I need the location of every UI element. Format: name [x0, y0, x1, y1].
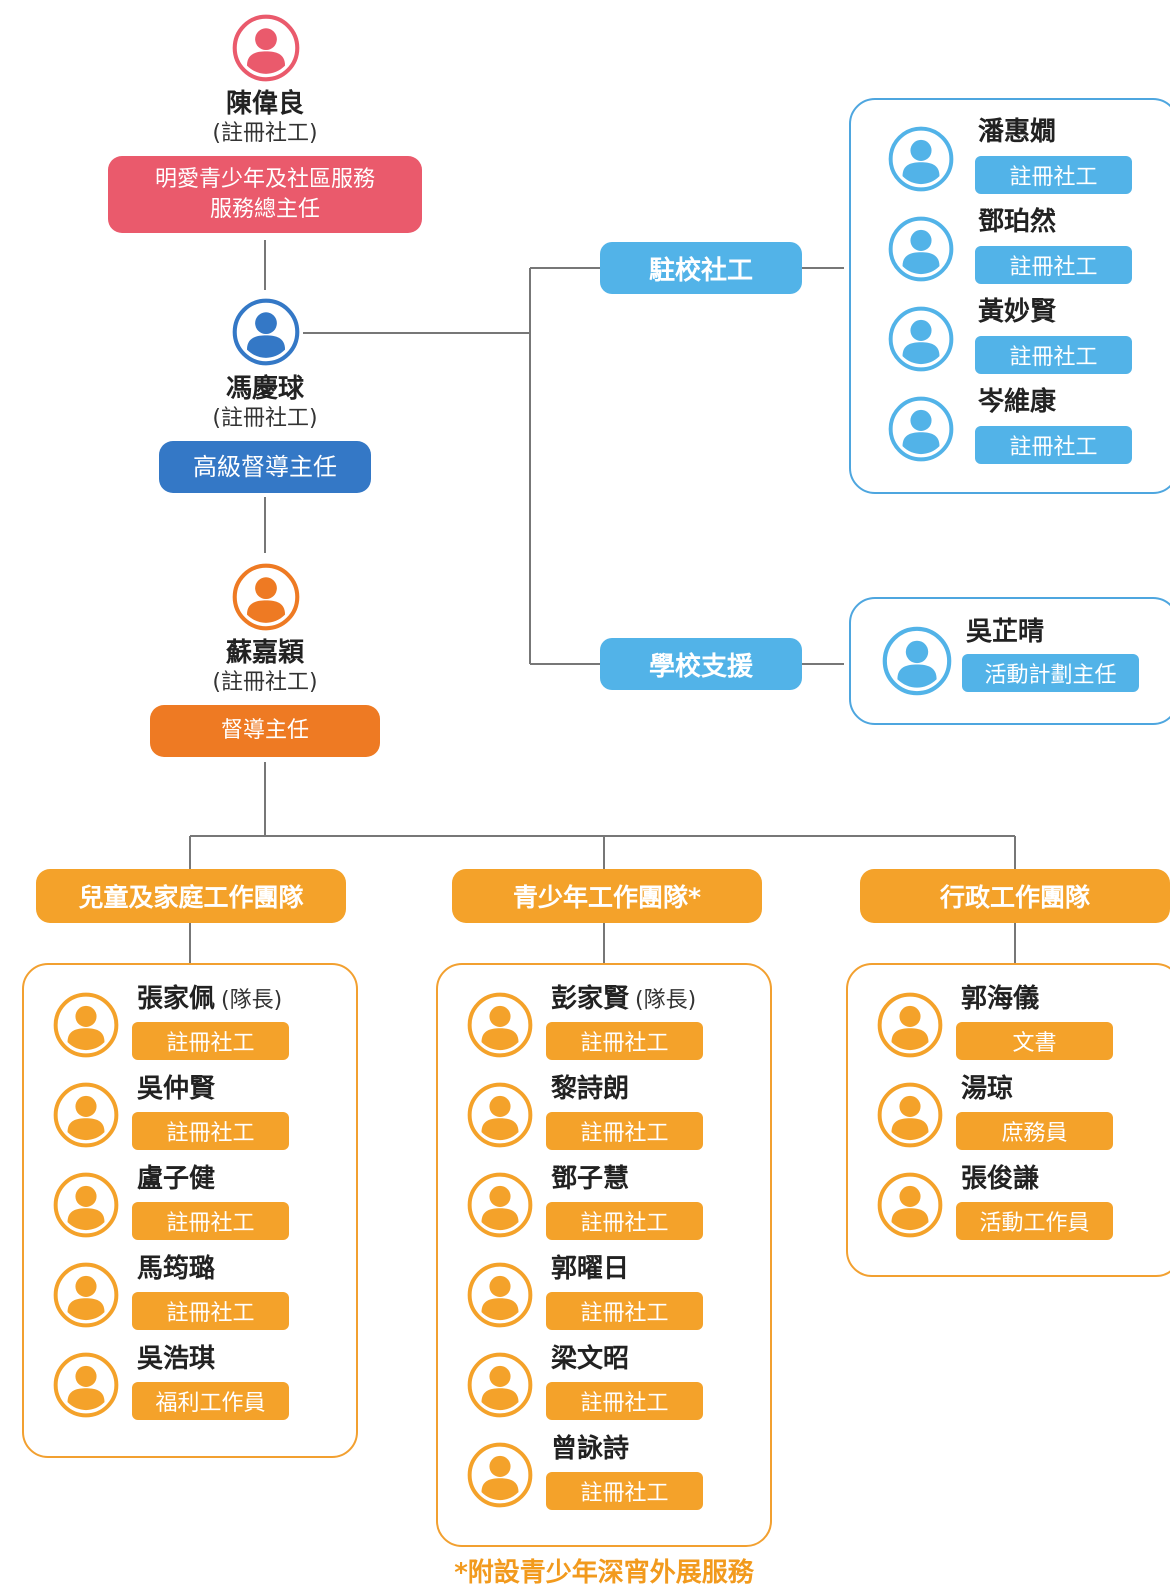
- person-avatar-icon: [877, 1172, 943, 1238]
- senior-supervisor-qualification: (註冊社工): [212, 406, 318, 431]
- person-avatar-icon: [467, 1352, 533, 1418]
- director-name: 陳偉良: [225, 89, 304, 119]
- person-avatar-icon: [467, 1172, 533, 1238]
- member-role-tag: 註冊社工: [546, 1292, 703, 1330]
- member-name: 鄧珀然: [978, 207, 1056, 237]
- member-name: 張家佩(隊長): [137, 984, 282, 1016]
- senior-supervisor-avatar-icon: [232, 298, 300, 366]
- member-name-text: 潘惠嫺: [978, 117, 1057, 147]
- member-role-tag: 文書: [956, 1022, 1113, 1060]
- person-avatar-icon: [53, 1172, 119, 1238]
- director-role-box: 明愛青少年及社區服務 服務總主任: [108, 156, 422, 233]
- person-avatar-icon: [888, 126, 954, 192]
- member-name-text: 吳仲賢: [137, 1074, 216, 1104]
- member-name: 馬筠璐: [137, 1254, 215, 1284]
- member-role-tag: 註冊社工: [975, 336, 1132, 374]
- member-name: 彭家賢(隊長): [551, 984, 696, 1016]
- member-role-tag: 註冊社工: [975, 156, 1132, 194]
- member-name-text: 鄧子慧: [551, 1164, 630, 1194]
- member-name: 盧子健: [137, 1164, 215, 1194]
- member-name: 黎詩朗: [551, 1074, 629, 1104]
- member-name-text: 郭海儀: [961, 984, 1040, 1014]
- supervisor-avatar-icon: [232, 563, 300, 631]
- team-pill-youth: 青少年工作團隊*: [452, 869, 762, 923]
- member-name-text: 吳浩琪: [137, 1344, 216, 1374]
- member-name: 曾詠詩: [551, 1434, 629, 1464]
- member-role-tag: 活動工作員: [956, 1202, 1113, 1240]
- school-support-pill: 學校支援: [600, 638, 802, 690]
- member-name-text: 湯琼: [961, 1074, 1014, 1104]
- member-role-tag: 福利工作員: [132, 1382, 289, 1420]
- director-role-line1: 明愛青少年及社區服務: [154, 166, 375, 192]
- member-leader-suffix: (隊長): [221, 988, 283, 1013]
- person-avatar-icon: [467, 1262, 533, 1328]
- member-name: 郭海儀: [961, 984, 1039, 1014]
- person-avatar-icon: [877, 992, 943, 1058]
- person-avatar-icon: [888, 396, 954, 462]
- member-name-text: 張家佩: [137, 984, 216, 1014]
- person-avatar-icon: [467, 992, 533, 1058]
- member-role-tag: 庶務員: [956, 1112, 1113, 1150]
- supervisor-qualification: (註冊社工): [212, 670, 318, 695]
- director-role-line2: 服務總主任: [209, 196, 320, 222]
- member-name: 張俊謙: [961, 1164, 1039, 1194]
- person-avatar-icon: [53, 1262, 119, 1328]
- member-name: 岑維康: [978, 387, 1056, 417]
- senior-supervisor-name: 馮慶球: [225, 374, 304, 404]
- director-avatar-icon: [232, 14, 300, 82]
- person-avatar-icon: [888, 306, 954, 372]
- member-name: 梁文昭: [551, 1344, 629, 1374]
- member-name-text: 梁文昭: [551, 1344, 630, 1374]
- senior-supervisor-role-box: 高級督導主任: [159, 441, 371, 493]
- member-name-text: 郭曜日: [551, 1254, 630, 1284]
- member-name: 郭曜日: [551, 1254, 629, 1284]
- footnote: *附設青少年深宵外展服務: [454, 1558, 754, 1588]
- director-qualification: (註冊社工): [212, 121, 318, 146]
- member-role-tag: 註冊社工: [975, 426, 1132, 464]
- member-name: 鄧子慧: [551, 1164, 629, 1194]
- member-role-tag: 註冊社工: [546, 1472, 703, 1510]
- member-role-tag: 註冊社工: [132, 1112, 289, 1150]
- member-leader-suffix: (隊長): [635, 988, 697, 1013]
- supervisor-name: 蘇嘉穎: [225, 638, 304, 668]
- team-pill-admin: 行政工作團隊: [860, 869, 1170, 923]
- member-name-text: 彭家賢: [551, 984, 630, 1014]
- person-avatar-icon: [467, 1082, 533, 1148]
- person-avatar-icon: [467, 1442, 533, 1508]
- member-role-tag: 註冊社工: [546, 1022, 703, 1060]
- member-role-tag: 註冊社工: [975, 246, 1132, 284]
- team-pill-children-family: 兒童及家庭工作團隊: [36, 869, 346, 923]
- member-name-text: 岑維康: [978, 387, 1057, 417]
- member-name-text: 吳芷晴: [966, 617, 1045, 647]
- member-name: 吳浩琪: [137, 1344, 215, 1374]
- member-role-tag: 活動計劃主任: [962, 654, 1139, 692]
- supervisor-role-box: 督導主任: [150, 705, 380, 757]
- person-avatar-icon: [53, 1082, 119, 1148]
- member-name-text: 黃妙賢: [978, 297, 1057, 327]
- member-name-text: 曾詠詩: [551, 1434, 630, 1464]
- member-name: 黃妙賢: [978, 297, 1056, 327]
- member-name-text: 黎詩朗: [551, 1074, 630, 1104]
- member-role-tag: 註冊社工: [132, 1292, 289, 1330]
- member-name: 湯琼: [961, 1074, 1013, 1104]
- person-avatar-icon: [53, 1352, 119, 1418]
- member-role-tag: 註冊社工: [132, 1202, 289, 1240]
- person-avatar-icon: [888, 216, 954, 282]
- member-name-text: 張俊謙: [961, 1164, 1040, 1194]
- member-role-tag: 註冊社工: [546, 1382, 703, 1420]
- member-role-tag: 註冊社工: [546, 1202, 703, 1240]
- school-social-work-pill: 駐校社工: [600, 242, 802, 294]
- member-role-tag: 註冊社工: [546, 1112, 703, 1150]
- member-name: 潘惠嫺: [978, 117, 1056, 147]
- member-role-tag: 註冊社工: [132, 1022, 289, 1060]
- member-name-text: 鄧珀然: [978, 207, 1057, 237]
- member-name: 吳仲賢: [137, 1074, 215, 1104]
- person-avatar-icon: [882, 626, 952, 696]
- person-avatar-icon: [877, 1082, 943, 1148]
- member-name-text: 盧子健: [137, 1164, 216, 1194]
- person-avatar-icon: [53, 992, 119, 1058]
- member-name-text: 馬筠璐: [137, 1254, 216, 1284]
- member-name: 吳芷晴: [966, 617, 1044, 647]
